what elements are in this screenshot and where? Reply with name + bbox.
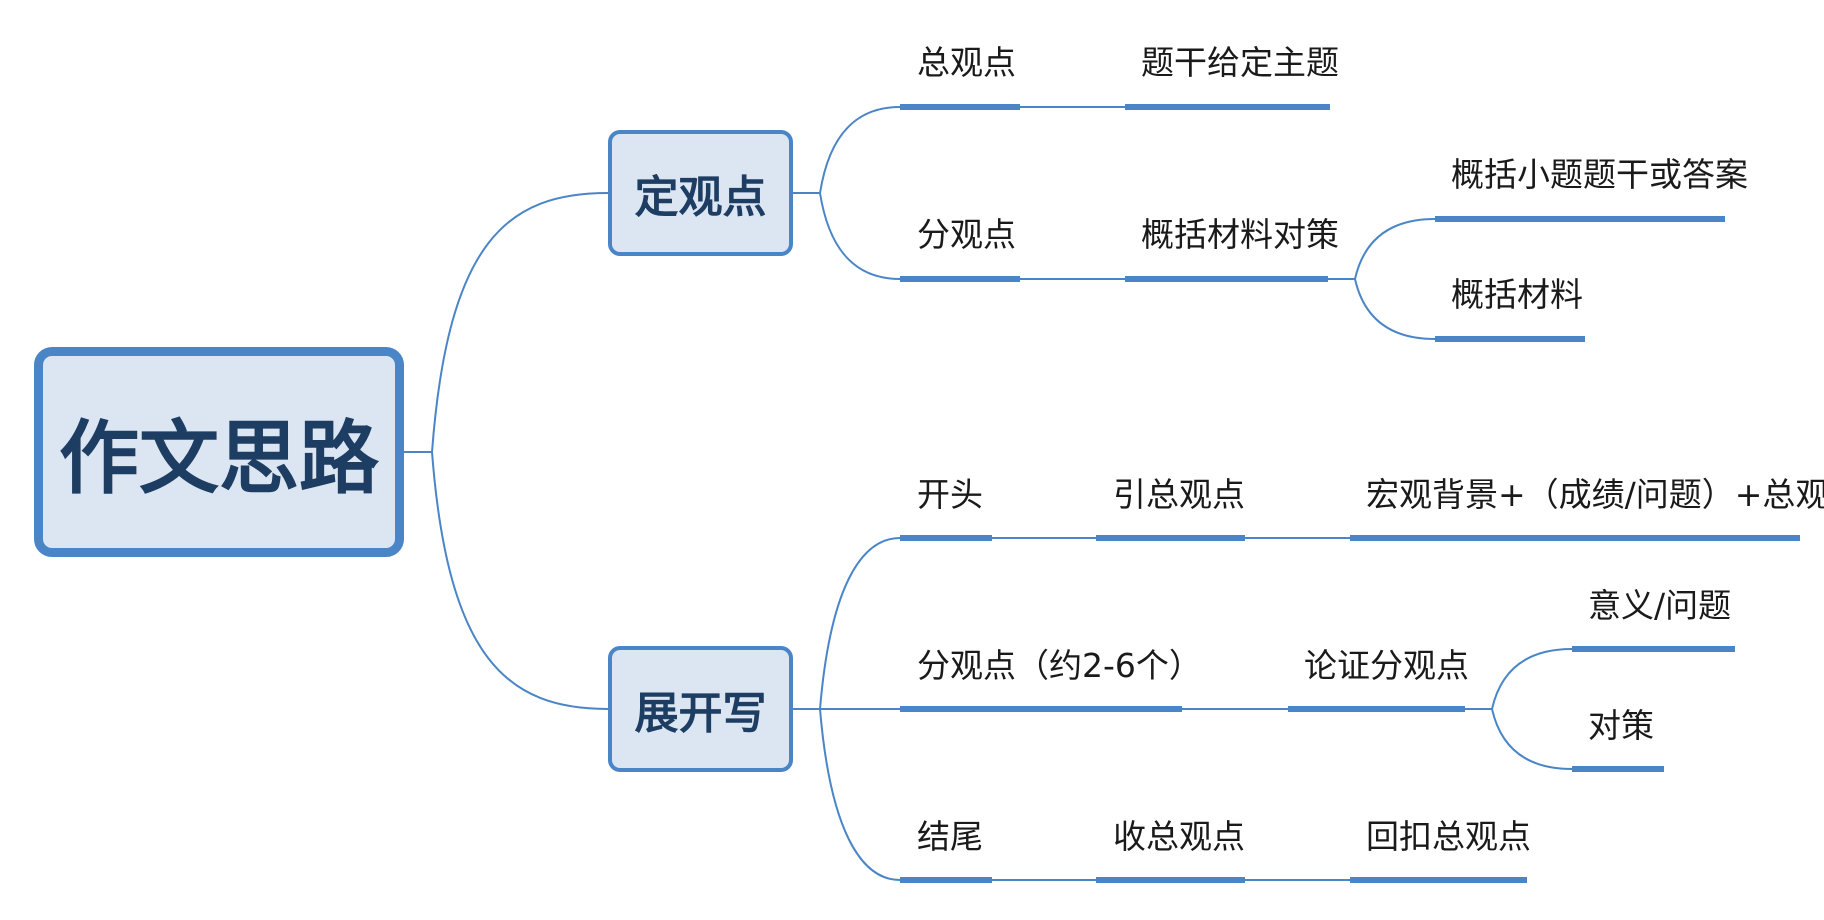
underline-gaikuo-cailiao	[1435, 336, 1585, 342]
underline-duice	[1572, 766, 1664, 772]
connector-to-kaitou	[819, 537, 901, 710]
node-kaitou[interactable]: 开头	[917, 475, 983, 514]
node-yiyi-wenti[interactable]: 意义/问题	[1588, 586, 1732, 625]
connector-to-fenguandian	[819, 192, 901, 280]
connector-to-gaikuo-cailiao	[1354, 278, 1436, 340]
underline-gaikuo-cailiao-duice	[1125, 276, 1328, 282]
node-shou-zongguandian[interactable]: 收总观点	[1113, 817, 1245, 856]
node-gaikuo-xiaoti-tigan[interactable]: 概括小题题干或答案	[1451, 155, 1748, 194]
underline-hongguan	[1350, 535, 1800, 541]
connector-root-to-zhankaixie	[431, 451, 609, 710]
underline-huikou	[1350, 877, 1527, 883]
underline-yiyi	[1572, 646, 1735, 652]
connector-to-duice	[1491, 708, 1573, 770]
node-fenguandian-2[interactable]: 分观点（约2-6个）	[917, 646, 1202, 685]
topic-zhankaixie[interactable]: 展开写	[608, 646, 793, 772]
underline-jiewei	[900, 877, 992, 883]
node-tigan-geiding-zhuti[interactable]: 题干给定主题	[1141, 43, 1339, 82]
topic-dingguandian[interactable]: 定观点	[608, 130, 793, 256]
underline-fenguandian-2	[900, 706, 1182, 712]
root-topic[interactable]: 作文思路	[34, 347, 404, 557]
node-hongguan-beijing[interactable]: 宏观背景+（成绩/问题）+总观点	[1366, 475, 1824, 514]
underline-tigan-geiding	[1125, 104, 1330, 110]
connector-to-jiewei	[819, 708, 901, 881]
underline-lunzheng	[1288, 706, 1465, 712]
connector-to-gaikuo-xiaoti	[1354, 218, 1436, 280]
node-fenguandian[interactable]: 分观点	[917, 215, 1016, 254]
connector-to-yiyi	[1491, 648, 1573, 710]
underline-yinzong	[1096, 535, 1245, 541]
connector-to-zongguandian	[819, 106, 901, 194]
underline-zongguandian	[900, 104, 1020, 110]
underline-shouzong	[1096, 877, 1245, 883]
connector-root-to-dingguandian	[431, 192, 609, 453]
node-gaikuo-cailiao[interactable]: 概括材料	[1451, 275, 1583, 314]
node-duice[interactable]: 对策	[1588, 706, 1654, 745]
node-huikou-zongguandian[interactable]: 回扣总观点	[1366, 817, 1531, 856]
node-gaikuo-cailiao-duice[interactable]: 概括材料对策	[1141, 215, 1339, 254]
node-jiewei[interactable]: 结尾	[917, 817, 983, 856]
underline-kaitou	[900, 535, 992, 541]
node-zongguandian[interactable]: 总观点	[917, 43, 1016, 82]
underline-fenguandian	[900, 276, 1020, 282]
underline-gaikuo-xiaoti	[1435, 216, 1725, 222]
node-yin-zongguandian[interactable]: 引总观点	[1113, 475, 1245, 514]
node-lunzheng-fenguandian[interactable]: 论证分观点	[1304, 646, 1469, 685]
